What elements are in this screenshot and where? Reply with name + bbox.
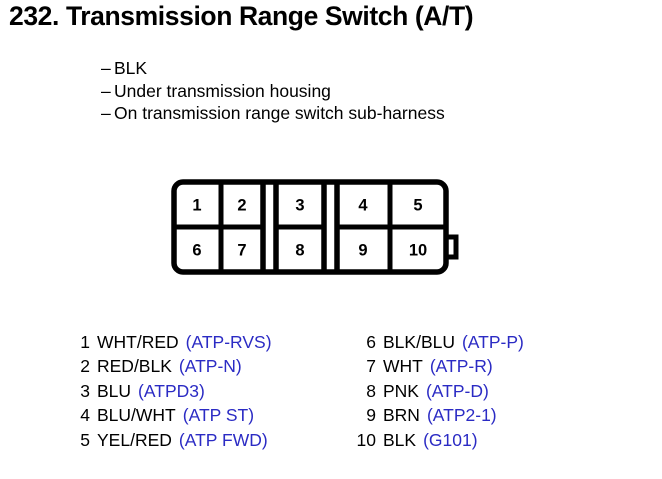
connector-diagram: 1 2 3 4 5 6 7 8 9 10 xyxy=(166,174,466,280)
pin-number: 2 xyxy=(80,356,90,377)
connector-pin-cell: 10 xyxy=(409,241,427,259)
pin-legend-row: 10 BLK (G101) xyxy=(348,428,524,452)
pin-number: 9 xyxy=(366,405,376,426)
dash-icon: – xyxy=(101,80,111,101)
page-title: 232. Transmission Range Switch (A/T) xyxy=(9,1,474,31)
connector-pin-cell: 8 xyxy=(295,241,304,259)
pin-legend-row: 3 BLU (ATPD3) xyxy=(62,379,272,403)
pin-signal-name: (ATPD3) xyxy=(138,380,205,401)
pin-signal-name: (ATP-N) xyxy=(178,356,242,377)
connector-pin-cell: 5 xyxy=(413,196,422,214)
pin-number: 7 xyxy=(366,356,376,377)
connector-pin-cell: 3 xyxy=(295,196,304,214)
dash-icon: – xyxy=(101,58,111,78)
pin-legend-row: 2 RED/BLK (ATP-N) xyxy=(62,354,272,378)
pin-wire-color: YEL/RED xyxy=(97,429,172,450)
pin-legend-row: 6 BLK/BLU (ATP-P) xyxy=(348,330,524,354)
description-list: – BLK – Under transmission housing – On … xyxy=(101,57,445,125)
connector-pin-cell: 6 xyxy=(192,241,201,259)
pin-legend-row: 5 YEL/RED (ATP FWD) xyxy=(62,428,272,452)
description-item-label: BLK xyxy=(114,58,148,78)
pin-number: 3 xyxy=(80,380,90,401)
pin-signal-name: (ATP ST) xyxy=(182,405,255,426)
pin-signal-name: (ATP-RVS) xyxy=(185,332,272,352)
pin-signal-name: (ATP2-1) xyxy=(426,405,497,426)
pin-wire-color: BLU xyxy=(97,380,132,401)
pin-wire-color: BLK xyxy=(383,429,417,450)
description-item: – Under transmission housing xyxy=(101,80,445,103)
pin-legend-row: 1 WHT/RED (ATP-RVS) xyxy=(62,330,272,354)
description-item-label: On transmission range switch sub-harness xyxy=(114,103,445,123)
pin-legend-row: 7 WHT (ATP-R) xyxy=(348,354,524,378)
pin-wire-color: PNK xyxy=(383,380,419,401)
pin-legend-column-right: 6 BLK/BLU (ATP-P) 7 WHT (ATP-R) 8 PNK (A… xyxy=(348,330,524,452)
dash-icon: – xyxy=(101,103,111,123)
pin-number: 5 xyxy=(80,429,90,450)
pin-legend-row: 4 BLU/WHT (ATP ST) xyxy=(62,403,272,427)
pin-legend-column-left: 1 WHT/RED (ATP-RVS) 2 RED/BLK (ATP-N) 3 … xyxy=(62,330,272,452)
pin-wire-color: WHT/RED xyxy=(97,332,179,352)
pin-signal-name: (ATP-R) xyxy=(429,356,493,377)
pin-legend-row: 8 PNK (ATP-D) xyxy=(348,379,524,403)
connector-pin-cell: 7 xyxy=(237,241,246,259)
pin-legend-row: 9 BRN (ATP2-1) xyxy=(348,403,524,427)
connector-pin-cell: 4 xyxy=(358,196,368,214)
connector-outline-svg: 1 2 3 4 5 6 7 8 9 10 xyxy=(171,179,459,275)
pin-number: 4 xyxy=(80,405,90,426)
pin-number: 10 xyxy=(356,429,376,450)
pin-wire-color: RED/BLK xyxy=(97,356,172,377)
pin-signal-name: (G101) xyxy=(423,429,478,450)
pin-number: 1 xyxy=(80,332,90,352)
pin-wire-color: BRN xyxy=(383,405,420,426)
connector-pin-cell: 9 xyxy=(358,241,367,259)
connector-pin-cell: 2 xyxy=(237,196,246,214)
pin-wire-color: WHT xyxy=(383,356,423,377)
pin-number: 8 xyxy=(366,380,376,401)
description-item-label: Under transmission housing xyxy=(114,80,331,101)
description-item: – BLK xyxy=(101,57,445,80)
pin-signal-name: (ATP-D) xyxy=(425,380,489,401)
pin-signal-name: (ATP-P) xyxy=(461,332,524,352)
connector-pin-cell: 1 xyxy=(192,196,201,214)
pin-wire-color: BLK/BLU xyxy=(383,332,455,352)
description-item: – On transmission range switch sub-harne… xyxy=(101,102,445,125)
pin-signal-name: (ATP FWD) xyxy=(178,429,268,450)
pin-wire-color: BLU/WHT xyxy=(97,405,176,426)
pin-number: 6 xyxy=(366,332,376,352)
